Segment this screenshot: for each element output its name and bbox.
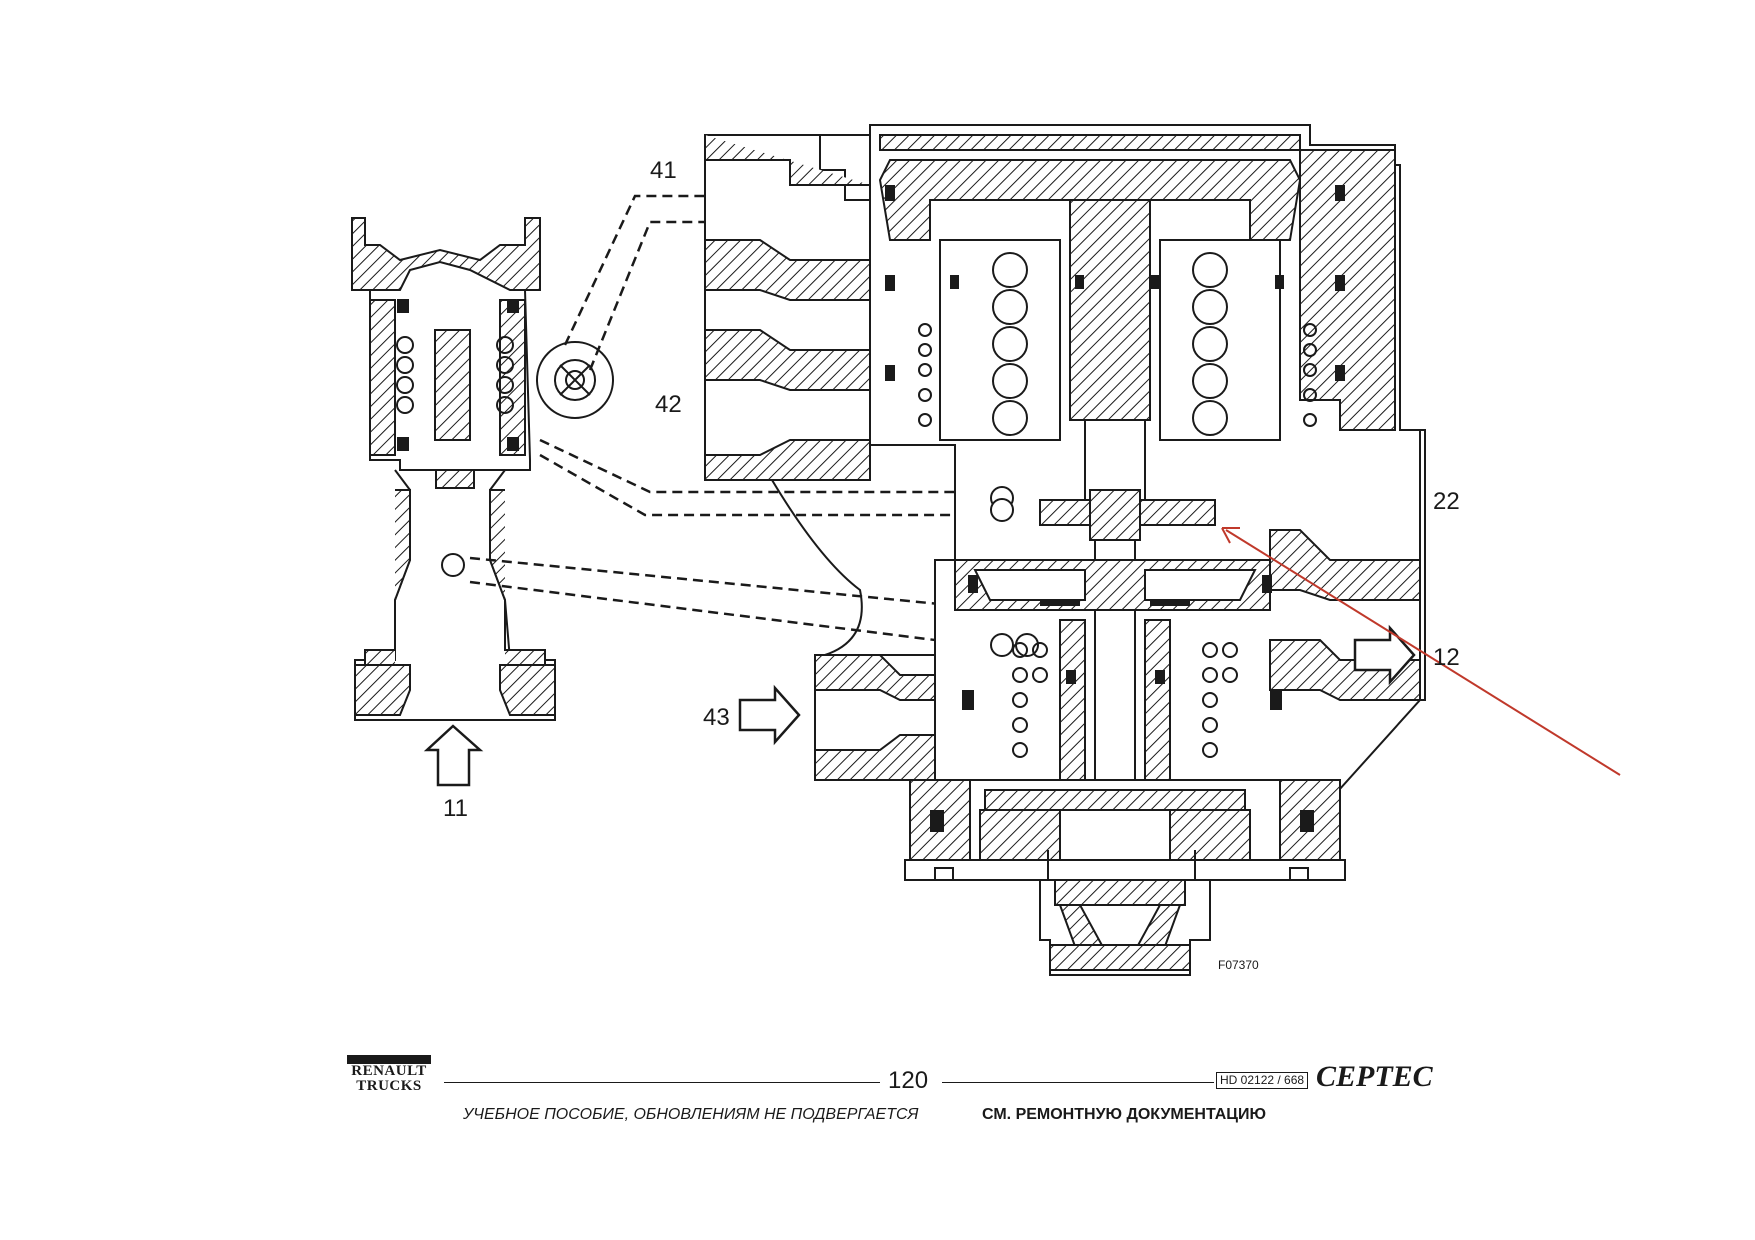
inlet-arrow-11 <box>423 724 484 787</box>
label-port-43: 43 <box>703 704 730 731</box>
lower-spring-coils <box>990 633 1238 758</box>
main-valve-assembly <box>704 124 1426 976</box>
training-notice: УЧЕБНОЕ ПОСОБИЕ, ОБНОВЛЕНИЯМ НЕ ПОДВЕРГА… <box>463 1106 919 1123</box>
label-port-22: 22 <box>1433 488 1460 515</box>
label-port-11: 11 <box>443 795 468 822</box>
left-valve-assembly <box>351 217 614 721</box>
renault-trucks-logo: RENAULT TRUCKS <box>347 1055 431 1107</box>
outlet-arrow-12 <box>1353 624 1416 686</box>
upper-seals <box>885 185 1345 381</box>
brand-name: СЕРТЕС <box>1316 1060 1433 1093</box>
footer-rule-right <box>942 1082 1214 1083</box>
label-port-12: 12 <box>1433 644 1460 671</box>
inlet-arrow-43 <box>738 684 801 746</box>
upper-spring-coils <box>918 252 1317 436</box>
footer-rule-left <box>444 1082 880 1083</box>
logo-line-1: RENAULT <box>351 1063 427 1079</box>
page-number: 120 <box>888 1067 929 1094</box>
document-reference: HD 02122 / 668 <box>1216 1072 1309 1089</box>
left-spring-coils <box>396 336 514 414</box>
logo-line-2: TRUCKS <box>356 1078 422 1094</box>
label-port-42: 42 <box>655 391 682 418</box>
figure-code: F07370 <box>1218 958 1259 972</box>
repair-doc-notice: СМ. РЕМОНТНУЮ ДОКУМЕНТАЦИЮ <box>982 1106 1266 1123</box>
label-port-41: 41 <box>650 157 677 184</box>
annotation-arrow <box>1221 527 1621 776</box>
lower-seals <box>930 575 1314 832</box>
dashed-connections <box>469 194 1000 647</box>
